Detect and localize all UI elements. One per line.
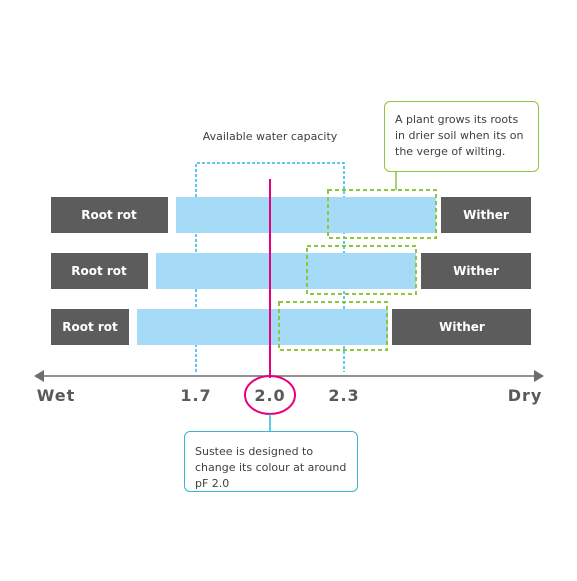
moisture-bar-3 [137, 309, 388, 345]
axis-left-arrow-icon [34, 370, 44, 382]
wither-label-3: Wither [439, 320, 485, 334]
wither-label-1: Wither [463, 208, 509, 222]
tick-label-2-3: 2.3 [328, 386, 359, 405]
root-rot-label-1: Root rot [81, 208, 137, 222]
tick-label-2-0: 2.0 [254, 386, 285, 405]
moisture-bar-1 [176, 197, 436, 233]
root-rot-label-3: Root rot [62, 320, 118, 334]
roots-highlight-3 [278, 301, 388, 351]
wither-label-2: Wither [453, 264, 499, 278]
root-rot-box-2 [51, 253, 148, 289]
roots-highlight-1 [327, 189, 437, 239]
root-rot-box-1 [51, 197, 168, 233]
sustee-callout: Sustee is designed to change its colour … [184, 431, 358, 492]
capacity-label: Available water capacity [203, 130, 338, 143]
root-rot-label-2: Root rot [71, 264, 127, 278]
tick-label-1-7: 1.7 [180, 386, 211, 405]
axis-dry-label: Dry [508, 386, 543, 405]
wither-box-2 [421, 253, 531, 289]
wither-box-3 [392, 309, 531, 345]
axis-right-arrow-icon [534, 370, 544, 382]
wither-box-1 [441, 197, 531, 233]
roots-callout: A plant grows its roots in drier soil wh… [384, 101, 539, 172]
moisture-bar-2 [156, 253, 416, 289]
roots-highlight-2 [306, 245, 417, 295]
root-rot-box-3 [51, 309, 129, 345]
axis-wet-label: Wet [37, 386, 76, 405]
